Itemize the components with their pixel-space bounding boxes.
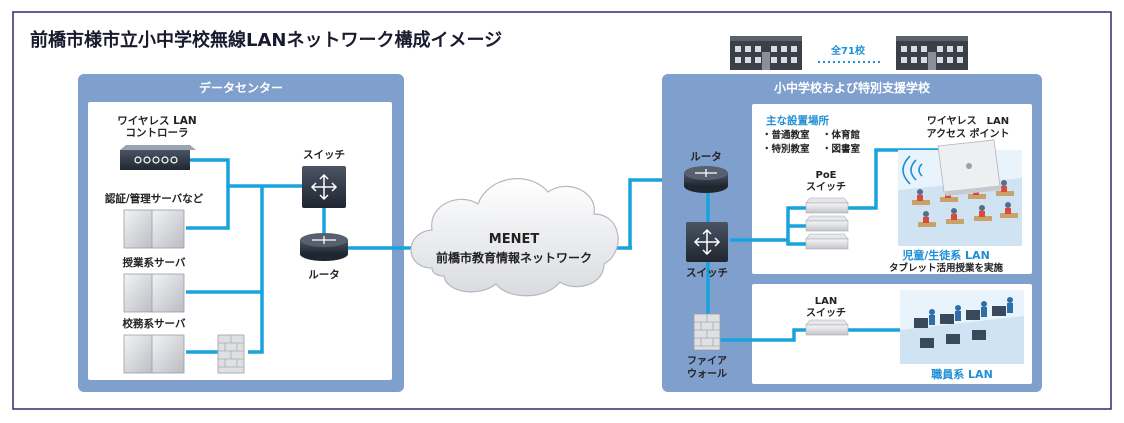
schools-panel-label: 小中学校および特別支援学校 xyxy=(774,80,931,95)
school-switch-label: スイッチ xyxy=(686,267,728,279)
firewall-icon xyxy=(693,313,721,351)
lan-switch-label-line2: スイッチ xyxy=(806,307,846,319)
location-item: ・特別教室 xyxy=(762,143,810,155)
wlc-label-line2: コントローラ xyxy=(126,127,189,139)
auth-server-label: 認証/管理サーバなど xyxy=(105,192,204,205)
firewall-icon xyxy=(217,334,245,374)
cloud-icon xyxy=(410,178,619,297)
access-point-icon xyxy=(937,139,1002,196)
poe-switch-label-line2: スイッチ xyxy=(806,181,846,193)
switch-icon xyxy=(302,166,346,208)
staff-lan-label: 職員系 LAN xyxy=(931,367,993,381)
tablet-note: タブレット活用授業を実施 xyxy=(889,262,1004,274)
firewall-label-line1: ファイア xyxy=(687,355,727,367)
diagram-title: 前橋市様市立小中学校無線LANネットワーク構成イメージ xyxy=(30,29,502,51)
router-icon xyxy=(684,166,728,193)
server-icon xyxy=(123,273,185,313)
wlc-label-line1: ワイヤレス LAN xyxy=(117,115,196,127)
datacenter-label: データセンター xyxy=(199,80,283,95)
poe-switch-label-line1: PoE xyxy=(815,170,836,181)
poe-switch-icon xyxy=(805,197,849,250)
location-item: ・図書室 xyxy=(822,143,861,155)
student-lan-label: 児童/生徒系 LAN xyxy=(901,248,990,262)
ap-label-line1: ワイヤレス LAN xyxy=(927,115,1009,127)
datacenter-links xyxy=(186,158,420,354)
cloud-label-line1: MENET xyxy=(489,232,540,247)
school-building-icon xyxy=(896,36,968,70)
lan-switch-label-line1: LAN xyxy=(815,296,837,307)
location-item: ・普通教室 xyxy=(762,129,810,141)
wlc-icon xyxy=(120,145,196,170)
classroom-illustration xyxy=(898,150,1022,246)
admin-server-label: 校務系サーバ xyxy=(123,317,186,330)
location-item: ・体育館 xyxy=(822,129,861,141)
switch-icon xyxy=(686,222,728,262)
school-count-label: 全71校 xyxy=(830,44,866,57)
dc-router-label: ルータ xyxy=(308,269,340,281)
class-server-label: 授業系サーバ xyxy=(123,256,186,269)
server-icon xyxy=(123,334,185,374)
school-router-label: ルータ xyxy=(690,151,722,163)
dc-switch-label: スイッチ xyxy=(303,149,345,161)
router-icon xyxy=(300,233,348,261)
locations-title: 主な設置場所 xyxy=(766,114,829,127)
ap-label-line2: アクセス ポイント xyxy=(927,127,1010,140)
school-building-icon xyxy=(730,36,802,70)
cloud-label-line2: 前橋市教育情報ネットワーク xyxy=(436,250,592,265)
lan-switch-icon xyxy=(805,319,849,336)
server-icon xyxy=(123,209,185,249)
office-illustration xyxy=(900,290,1024,364)
firewall-label-line2: ウォール xyxy=(687,368,727,380)
